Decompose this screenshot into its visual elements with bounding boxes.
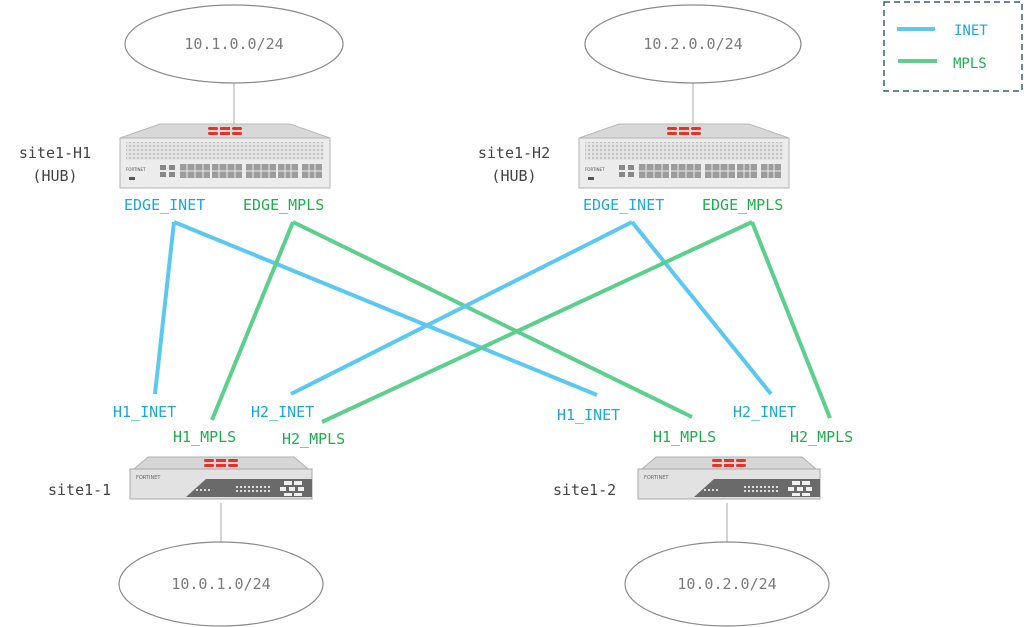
network-site1-lan: 10.0.1.0/24 xyxy=(118,541,324,627)
legend-box xyxy=(883,1,1023,92)
device-role: (HUB) xyxy=(491,167,536,185)
network-label: 10.0.1.0/24 xyxy=(171,575,270,593)
link-h2-mpls-site1 xyxy=(321,220,753,424)
legend-label: INET xyxy=(954,23,988,39)
network-hub2-lan: 10.2.0.0/24 xyxy=(584,4,802,84)
network-hub1-lan: 10.1.0.0/24 xyxy=(124,4,344,84)
legend-item-inet: INET xyxy=(897,23,988,39)
legend-label: MPLS xyxy=(953,56,987,72)
link-h1-inet-site1 xyxy=(153,221,176,395)
link-h1-mpls-site1 xyxy=(210,221,295,421)
link-h1-mpls-site2 xyxy=(292,220,693,419)
port-label-h2-mpls: H2_MPLS xyxy=(282,430,345,448)
port-label-h2-mpls: H2_MPLS xyxy=(790,428,853,446)
spoke-site1-1[interactable]: H1_INET H1_MPLS H2_INET H2_MPLS site1-1 xyxy=(48,403,345,499)
port-label-edge-inet: EDGE_INET xyxy=(124,196,205,214)
device-name: site1-1 xyxy=(48,481,111,499)
port-label-edge-mpls: EDGE_MPLS xyxy=(243,196,324,214)
port-label-h1-mpls: H1_MPLS xyxy=(173,428,236,446)
port-label-h1-inet: H1_INET xyxy=(557,406,620,424)
device-name: site1-H2 xyxy=(478,144,550,162)
network-site2-lan: 10.0.2.0/24 xyxy=(624,541,830,627)
fortigate-hub-icon xyxy=(579,124,789,188)
link-h2-inet-site1 xyxy=(290,220,633,396)
network-label: 10.0.2.0/24 xyxy=(677,575,776,593)
link-h2-mpls-site2 xyxy=(750,221,832,419)
port-label-h2-inet: H2_INET xyxy=(733,403,796,421)
legend: INET MPLS xyxy=(883,1,1023,92)
device-role: (HUB) xyxy=(32,167,77,185)
device-name: site1-2 xyxy=(553,481,616,499)
fortigate-spoke-icon xyxy=(130,457,312,499)
link-h1-inet-site2 xyxy=(173,220,598,397)
port-label-h2-inet: H2_INET xyxy=(251,403,314,421)
port-label-edge-mpls: EDGE_MPLS xyxy=(702,196,783,214)
port-label-edge-inet: EDGE_INET xyxy=(583,196,664,214)
legend-item-mpls: MPLS xyxy=(898,56,987,72)
hub-site1-h1[interactable]: site1-H1 (HUB) EDGE_INET EDGE_MPLS xyxy=(19,124,330,214)
fortigate-spoke-icon xyxy=(638,457,820,499)
network-label: 10.1.0.0/24 xyxy=(184,35,283,53)
spoke-site1-2[interactable]: H1_INET H1_MPLS H2_INET H2_MPLS site1-2 xyxy=(553,403,853,499)
network-label: 10.2.0.0/24 xyxy=(643,35,742,53)
port-label-h1-mpls: H1_MPLS xyxy=(653,428,716,446)
port-label-h1-inet: H1_INET xyxy=(113,403,176,421)
link-h2-inet-site2 xyxy=(630,220,773,396)
device-name: site1-H1 xyxy=(19,144,91,162)
hub-site1-h2[interactable]: site1-H2 (HUB) EDGE_INET EDGE_MPLS xyxy=(478,124,789,214)
wan-links xyxy=(153,220,832,424)
fortigate-hub-icon xyxy=(120,124,330,188)
